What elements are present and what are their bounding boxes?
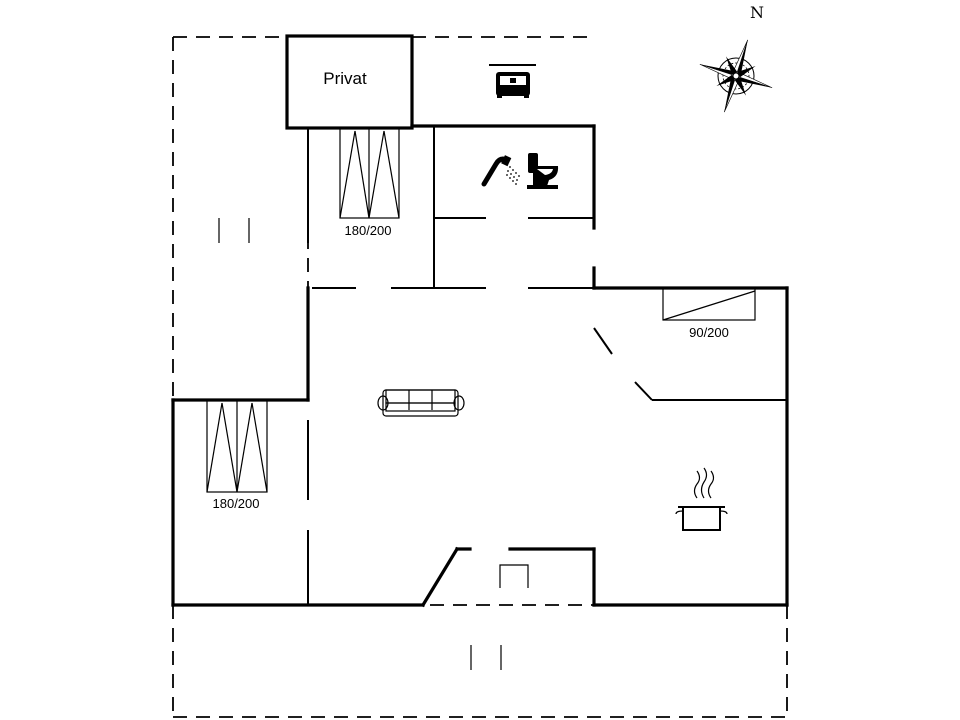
terrace-mark-left — [218, 218, 250, 243]
bed-top — [339, 127, 400, 219]
compass-north-label: N — [750, 3, 764, 22]
interior-walls — [307, 126, 787, 605]
shower-icon — [481, 155, 520, 187]
private-room-label: Privat — [323, 69, 367, 88]
exterior-walls — [171, 124, 789, 608]
bed-top-label: 180/200 — [345, 223, 392, 238]
toilet-icon — [527, 153, 559, 189]
cooking-pot-icon — [675, 467, 728, 531]
sofa-icon — [377, 389, 465, 417]
bed-left-label: 180/200 — [213, 496, 260, 511]
terrace-mark-bottom — [470, 645, 502, 670]
bed-right-label: 90/200 — [689, 325, 729, 340]
bed-left — [206, 399, 268, 493]
compass-rose-icon — [699, 39, 773, 113]
entry-mat — [499, 564, 529, 588]
terrace-boundary — [172, 36, 788, 718]
double-bed-icon — [489, 64, 536, 98]
bed-right — [662, 287, 756, 321]
